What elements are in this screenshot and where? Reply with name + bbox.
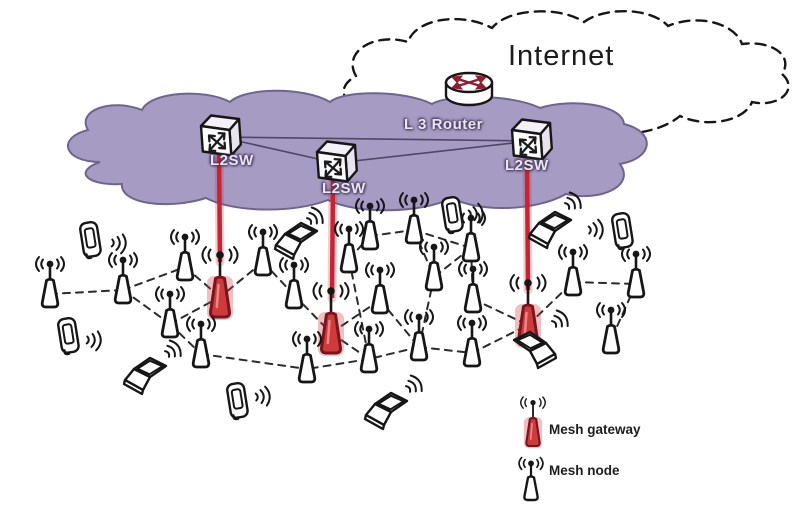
uplink-line: [329, 179, 336, 299]
mesh-node-icon: [278, 256, 310, 310]
mesh-link: [122, 266, 186, 291]
mesh-link: [368, 346, 420, 360]
laptop-icon: [273, 221, 319, 261]
signal-waves-icon: [401, 372, 426, 398]
l3-router-icon: [444, 71, 494, 107]
handheld-device-icon: [78, 220, 103, 261]
mesh-node-icon: [595, 301, 627, 355]
mesh-link: [122, 289, 171, 325]
mesh-link: [379, 299, 420, 348]
mesh-link: [472, 298, 529, 326]
signal-waves-icon: [587, 218, 605, 241]
mesh-link: [413, 229, 472, 249]
uplink-line: [216, 151, 223, 263]
laptop-icon: [122, 356, 168, 396]
handheld-device-icon: [225, 381, 250, 422]
mesh-node-icon: [457, 260, 489, 314]
handheld-device-icon: [610, 211, 635, 252]
mesh-node-icon: [418, 238, 450, 292]
switch-cloud: [67, 89, 648, 212]
laptop-icon: [527, 210, 573, 250]
mesh-node-icon: [620, 245, 652, 299]
mesh-node-icon: [107, 251, 139, 305]
mesh-node-icon: [456, 314, 488, 368]
mesh-node-icon: [291, 330, 323, 384]
uplink-line: [524, 159, 531, 291]
mesh-link: [200, 353, 308, 370]
mesh-link: [572, 281, 637, 285]
mesh-node-icon: [34, 255, 66, 309]
l2-switch-icon: [199, 114, 243, 157]
switch-link: [219, 136, 532, 142]
laptop-icon: [512, 330, 558, 370]
mesh-node-icon: [185, 315, 217, 369]
signal-waves-icon: [160, 337, 185, 363]
handheld-device-icon: [56, 316, 81, 357]
mesh-node-icon: [353, 320, 385, 374]
l2-switch-icon: [510, 118, 553, 161]
mesh-link: [49, 289, 124, 295]
laptop-icon: [363, 391, 409, 431]
mesh-link: [418, 346, 473, 354]
mesh-devices-layer: [34, 189, 652, 502]
mesh-gateway-icon: [201, 245, 239, 322]
signal-waves-icon: [85, 329, 103, 352]
legend-node-icon: [517, 456, 545, 502]
mesh-link: [369, 229, 415, 237]
mesh-node-icon: [364, 261, 396, 315]
legend-gateway-icon: [519, 395, 547, 450]
mesh-node-icon: [154, 285, 186, 339]
uplinks-layer: [214, 147, 533, 303]
mesh-node-icon: [169, 228, 201, 282]
mesh-link: [306, 358, 370, 370]
mesh-link: [348, 258, 370, 360]
mesh-link: [330, 299, 381, 334]
signal-waves-icon: [110, 232, 128, 255]
signal-waves-icon: [254, 385, 272, 408]
l2-switch-icon: [315, 140, 358, 183]
signal-waves-icon: [547, 307, 572, 333]
mesh-node-icon: [557, 243, 589, 297]
mesh-link: [169, 296, 221, 325]
switch-link: [335, 140, 532, 164]
mesh-node-icon: [247, 223, 279, 277]
